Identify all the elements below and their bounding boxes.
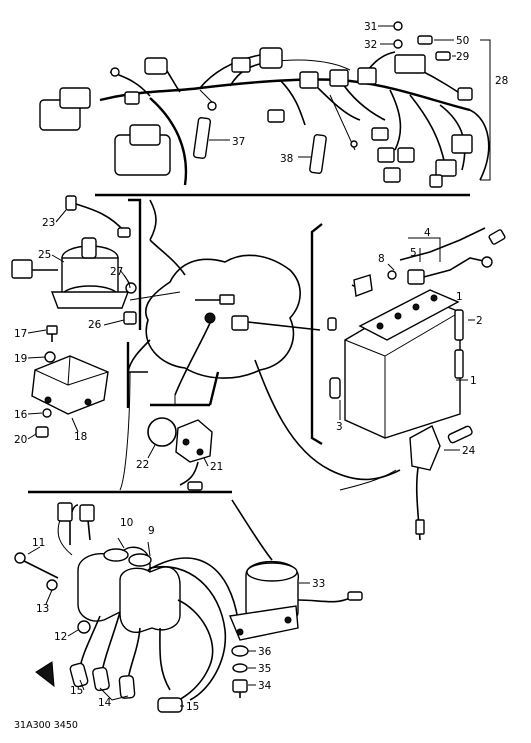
callout-15a: 15 — [70, 685, 83, 697]
callout-50: 50 — [456, 35, 469, 47]
leader-lines-bottom-left — [27, 546, 184, 707]
callout-19: 19 — [14, 353, 27, 365]
leader-lines-bottom-right — [248, 582, 310, 686]
callout-25: 25 — [38, 249, 51, 261]
callout-22: 22 — [136, 459, 149, 471]
callout-1b: 1 — [470, 375, 477, 387]
callout-37: 37 — [232, 136, 245, 148]
callout-4: 4 — [424, 227, 431, 239]
callout-23: 23 — [42, 217, 55, 229]
callout-20: 20 — [14, 434, 27, 446]
ignition-coil-group — [14, 502, 239, 713]
callout-18: 18 — [74, 431, 87, 443]
callout-14: 14 — [98, 697, 112, 709]
callout-13: 13 — [36, 603, 49, 615]
callout-38: 38 — [280, 153, 293, 165]
callout-28: 28 — [495, 75, 508, 87]
leader-lines-left — [27, 209, 131, 440]
callout-24: 24 — [462, 445, 476, 457]
frame-outline — [119, 254, 401, 491]
leader-lines-center — [147, 444, 209, 467]
callout-26: 26 — [88, 319, 102, 331]
main-switch-group — [11, 195, 186, 438]
callout-16: 16 — [14, 409, 28, 421]
callout-32: 32 — [364, 39, 377, 51]
callout-17: 17 — [14, 328, 27, 340]
callout-8: 8 — [378, 253, 385, 265]
starter-relay-group — [229, 499, 363, 698]
pickup-group — [28, 403, 232, 494]
diagram-code: 31A300 3450 — [14, 720, 78, 731]
leader-lines-top — [209, 25, 456, 158]
callout-31: 31 — [364, 21, 377, 33]
callout-11: 11 — [32, 537, 45, 549]
battery-group — [310, 223, 506, 541]
callout-29: 29 — [456, 51, 469, 63]
callout-21: 21 — [210, 461, 223, 473]
callout-10: 10 — [120, 517, 133, 529]
callout-1: 1 — [456, 291, 463, 303]
callout-12: 12 — [54, 631, 67, 643]
callout-15b: 15 — [186, 701, 199, 713]
callout-labels: 31 32 50 29 28 37 38 23 25 27 26 17 19 1… — [14, 21, 508, 731]
callout-27: 27 — [110, 266, 123, 278]
callout-9: 9 — [148, 525, 155, 537]
callout-3: 3 — [336, 421, 343, 433]
callout-36: 36 — [258, 646, 272, 658]
callout-2: 2 — [476, 315, 483, 327]
callout-5: 5 — [410, 247, 417, 259]
callout-35: 35 — [258, 663, 271, 675]
wire-harness — [39, 21, 491, 197]
callout-33: 33 — [312, 578, 325, 590]
callout-34: 34 — [258, 680, 272, 692]
leader-lines-right — [339, 237, 475, 451]
